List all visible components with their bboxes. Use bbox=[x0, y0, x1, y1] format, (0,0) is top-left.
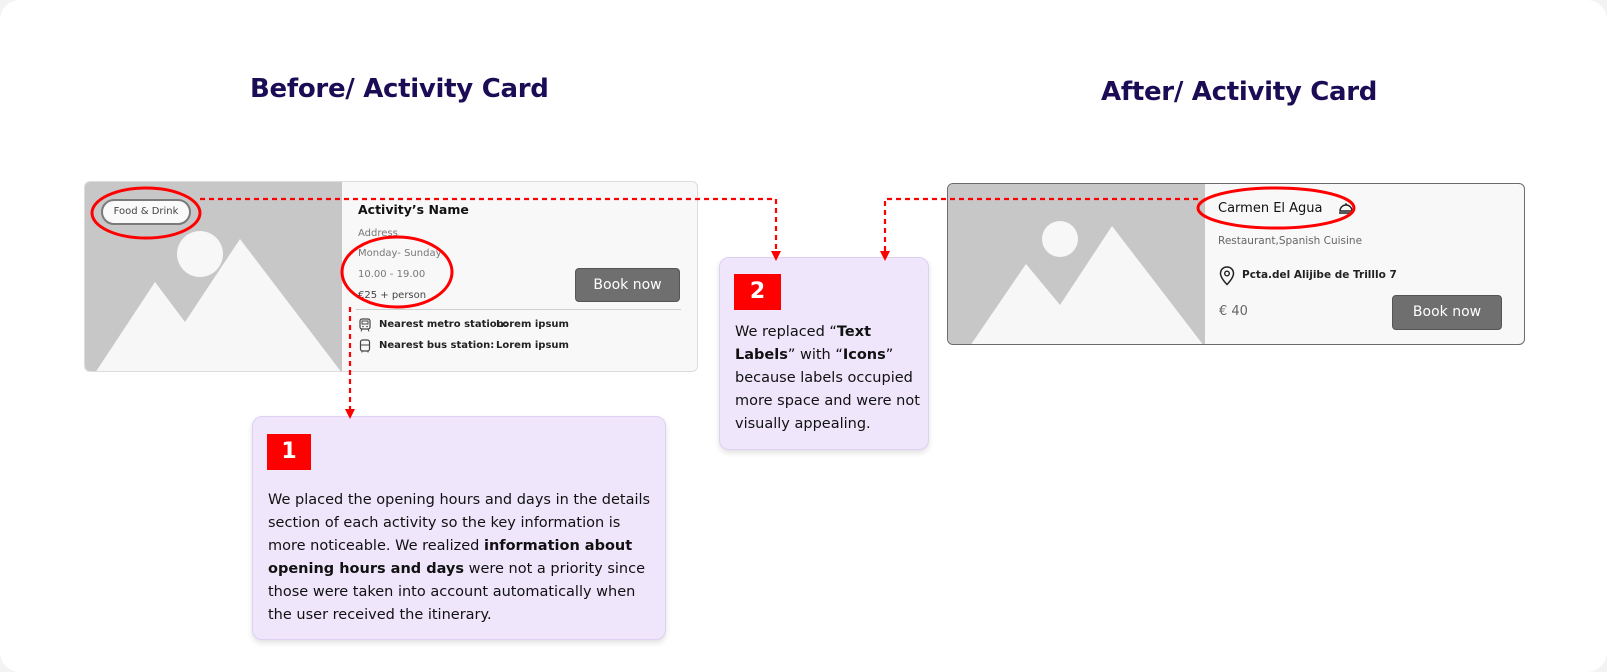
venue-location: Pcta.del Alijibe de Trilllo 7 bbox=[1242, 269, 1397, 281]
activity-name: Activity’s Name bbox=[358, 202, 469, 217]
note-2-text: We replaced “Text Labels” with “Icons” b… bbox=[735, 324, 920, 432]
book-now-button[interactable]: Book now bbox=[575, 268, 680, 302]
metro-value: Lorem ipsum bbox=[496, 319, 569, 330]
note-1-text: We placed the opening hours and days in … bbox=[268, 492, 651, 623]
details-divider bbox=[356, 309, 681, 310]
note-number-badge: 1 bbox=[267, 434, 311, 470]
bus-icon bbox=[359, 339, 371, 358]
bus-value: Lorem ipsum bbox=[496, 340, 569, 351]
after-activity-card: Carmen El Agua Restaurant,Spanish Cuisin… bbox=[947, 183, 1525, 345]
note-number-badge: 2 bbox=[734, 274, 781, 310]
metro-train-icon bbox=[359, 318, 371, 337]
category-tag: Food & Drink bbox=[101, 199, 191, 225]
annotation-note-2: 2 We replaced “Text Labels” with “Icons”… bbox=[719, 257, 929, 450]
venue-name: Carmen El Agua bbox=[1218, 201, 1323, 216]
activity-price: €25 + person bbox=[358, 290, 427, 301]
book-now-button[interactable]: Book now bbox=[1392, 295, 1502, 330]
opening-days: Monday- Sunday bbox=[358, 248, 442, 259]
opening-hours: 10.00 - 19.00 bbox=[358, 269, 426, 280]
before-heading: Before/ Activity Card bbox=[250, 74, 549, 104]
after-heading: After/ Activity Card bbox=[1101, 77, 1378, 107]
metro-label: Nearest metro station: bbox=[379, 319, 508, 330]
before-activity-card: Food & Drink Activity’s Name Address Mon… bbox=[84, 181, 698, 372]
map-pin-icon bbox=[1219, 266, 1235, 291]
venue-price: € 40 bbox=[1219, 304, 1248, 319]
food-cloche-icon bbox=[1338, 201, 1354, 220]
activity-address: Address bbox=[358, 228, 398, 239]
bus-label: Nearest bus station: bbox=[379, 340, 495, 351]
annotation-note-1: 1 We placed the opening hours and days i… bbox=[252, 416, 666, 640]
venue-category: Restaurant,Spanish Cuisine bbox=[1218, 235, 1363, 247]
image-placeholder-icon bbox=[948, 184, 1205, 344]
